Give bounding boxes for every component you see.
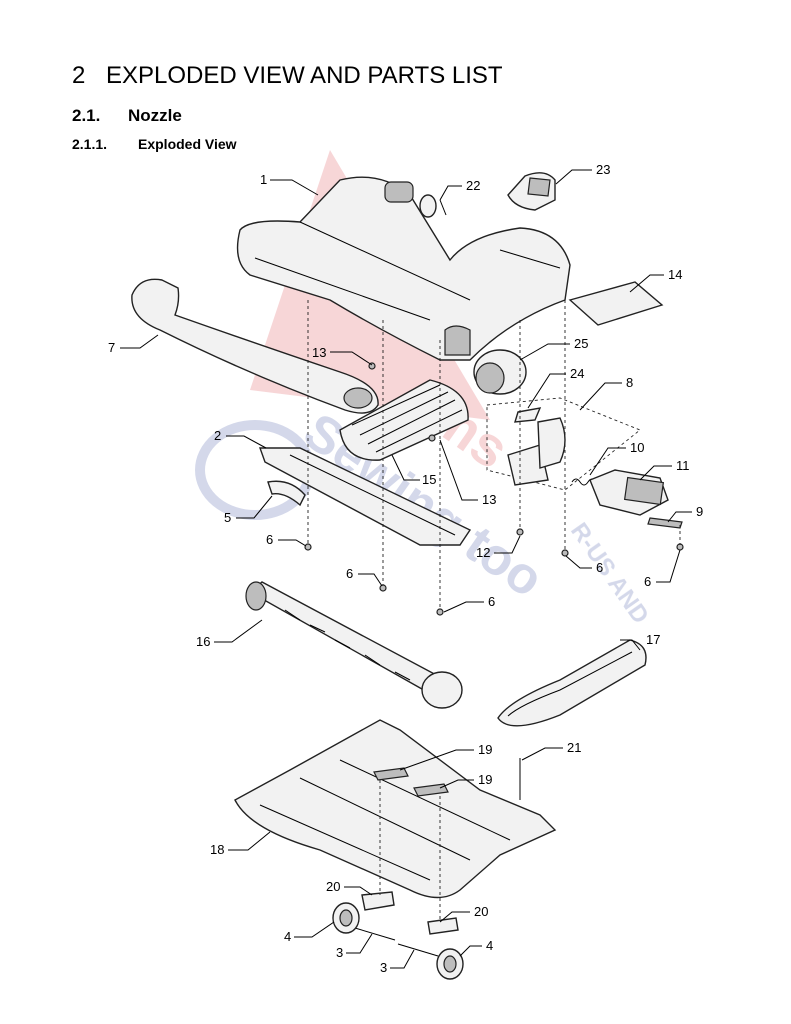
part-1-nozzle-hood	[236, 176, 571, 361]
part-22-spring	[419, 194, 447, 218]
part-20-holder-b	[427, 917, 459, 935]
callout-20-b: 20	[474, 904, 488, 919]
section-number: 2.1.	[72, 106, 101, 125]
callout-20-a: 20	[326, 879, 340, 894]
callout-18: 18	[210, 842, 224, 857]
part-20-holder-a	[361, 891, 395, 911]
callout-6-d: 6	[644, 574, 651, 589]
callout-12: 12	[476, 545, 490, 560]
callout-10: 10	[630, 440, 644, 455]
subsection-number: 2.1.1.	[72, 136, 108, 152]
callout-6-c: 6	[596, 560, 603, 575]
part-3-axle-a	[354, 927, 396, 941]
callout-3-b: 3	[380, 960, 387, 975]
callout-2: 2	[214, 428, 221, 443]
callout-4-a: 4	[284, 929, 291, 944]
callout-3-a: 3	[336, 945, 343, 960]
callout-6-b: 6	[346, 566, 353, 581]
callout-1: 1	[260, 172, 267, 187]
part-23-pedal	[507, 172, 556, 211]
heading-number: 2	[72, 62, 86, 89]
part-9-clip	[647, 517, 683, 529]
callout-4-b: 4	[486, 938, 493, 953]
callout-19-a: 19	[478, 742, 492, 757]
part-4-wheel-a	[332, 902, 360, 934]
callout-7: 7	[108, 340, 115, 355]
part-11-release-pedal	[589, 469, 669, 516]
callout-23: 23	[596, 162, 610, 177]
callout-11: 11	[676, 458, 690, 473]
assembly-guide-lines	[307, 300, 681, 920]
callout-14: 14	[668, 267, 682, 282]
part-25-sleeve	[473, 349, 527, 395]
part-8-lever-assembly	[486, 397, 641, 491]
callout-8: 8	[626, 375, 633, 390]
subsection-title: Exploded View	[138, 136, 237, 152]
watermark-tag: R-US AND	[565, 518, 654, 629]
callout-6-e: 6	[488, 594, 495, 609]
callout-21: 21	[567, 740, 581, 755]
part-14-filter	[568, 281, 664, 326]
page-heading: 2 EXPLODED VIEW AND PARTS LIST	[72, 62, 503, 90]
heading-title: EXPLODED VIEW AND PARTS LIST	[106, 62, 503, 89]
part-15-hose	[339, 379, 469, 461]
part-3-axle-b	[397, 943, 439, 957]
callout-24: 24	[570, 366, 584, 381]
callout-labels: 1 22 23 14 7 13 25 24 8 2 10 11 9 15 13 …	[108, 162, 703, 975]
callout-17: 17	[646, 632, 660, 647]
section-title: Nozzle	[128, 106, 182, 125]
part-19-clip-b	[413, 783, 449, 797]
part-2-plate	[259, 447, 472, 546]
part-18-base	[234, 719, 557, 899]
subsection-heading: 2.1.1. Exploded View	[72, 136, 237, 152]
part-19-clip-a	[373, 767, 409, 781]
callout-13-lower: 13	[482, 492, 496, 507]
callout-25: 25	[574, 336, 588, 351]
callout-leaders	[120, 169, 692, 969]
callout-13-upper: 13	[312, 345, 326, 360]
part-16-brushroll	[245, 581, 463, 709]
callout-22: 22	[466, 178, 480, 193]
part-7-bumper	[131, 278, 379, 414]
callout-16: 16	[196, 634, 210, 649]
part-5-clamp	[267, 480, 306, 507]
part-17-belt	[497, 639, 647, 727]
callout-6-a: 6	[266, 532, 273, 547]
callout-5: 5	[224, 510, 231, 525]
callout-9: 9	[696, 504, 703, 519]
callout-15: 15	[422, 472, 436, 487]
callout-19-b: 19	[478, 772, 492, 787]
screws	[304, 362, 684, 616]
section-heading: 2.1. Nozzle	[72, 106, 182, 126]
part-4-wheel-b	[436, 948, 464, 980]
